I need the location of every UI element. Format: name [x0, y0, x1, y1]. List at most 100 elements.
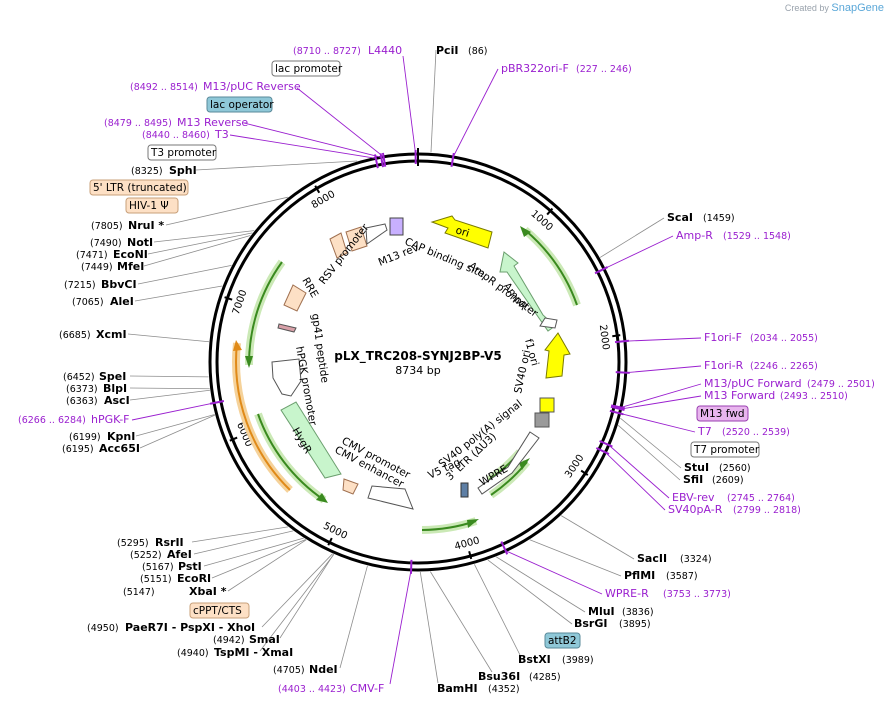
primer-pos-f1ori-f: (2034 .. 2055) [750, 333, 818, 344]
box-label-t3-promoter: T3 promoter [150, 147, 217, 159]
tick-label: 4000 [453, 535, 480, 552]
primer-pos-m13puc-fwd: (2479 .. 2501) [807, 379, 875, 390]
primer-pos-hpgk-f: (6266 .. 6284) [18, 415, 86, 426]
primer-pos-m13fwd: (2493 .. 2510) [780, 391, 848, 402]
enzyme-connector [193, 530, 294, 555]
enzyme-pos-rsrii: (5295) [117, 538, 149, 549]
enzyme-pos-paer7i: (4950) [87, 623, 119, 634]
enzyme-name-ecori: EcoRI [177, 572, 211, 585]
snapgene-brand: Created by SnapGene [785, 2, 884, 14]
primer-name-m13puc-fwd: M13/pUC Forward [704, 377, 802, 390]
enzyme-pos-tspmi: (4940) [177, 648, 209, 659]
box-label-cppt: cPPT/CTS [193, 605, 242, 617]
enzyme-name-bsu36i: Bsu36I [478, 670, 520, 683]
rsv-promoter-feature [365, 223, 388, 245]
primer-connector [402, 55, 417, 155]
enzyme-pos-noti: (7490) [90, 238, 122, 249]
primer-name-m13puc-rev: M13/pUC Reverse [203, 80, 301, 93]
box-cppt [189, 602, 250, 619]
enzyme-pos-xcmi: (6685) [59, 330, 91, 341]
tick-mark [468, 550, 473, 560]
enzyme-connector [279, 554, 334, 639]
feature-label-gp41: gp41 peptide [309, 313, 331, 384]
box-label-t7-promoter: T7 promoter [693, 444, 760, 456]
boxed-labels: lac promoter lac operator T3 promoter 5'… [89, 60, 760, 649]
enzyme-connector [139, 414, 215, 449]
primer-name-sv40pa-r: SV40pA-R [668, 503, 723, 516]
primer-name-wpre-r: WPRE-R [605, 587, 649, 600]
box-label-attb2: attB2 [548, 635, 577, 647]
box-label-m13-fwd: M13 fwd [700, 408, 745, 420]
enzyme-name-afei: AfeI [167, 548, 192, 561]
tick-mark [314, 185, 321, 194]
primer-name-ampr: Amp-R [676, 229, 713, 242]
tick-mark [229, 436, 238, 442]
feature-label-m13rev: M13 rev [377, 242, 421, 269]
enzyme-pos-asci: (6363) [66, 396, 98, 407]
hpgk-promoter-feature [271, 358, 302, 397]
enzyme-name-pcii: PciI [436, 44, 458, 57]
enzyme-connector [129, 389, 210, 401]
enzyme-pos-acc65i: (6195) [62, 444, 94, 455]
primer-site-marker [374, 154, 379, 169]
box-m13-fwd [696, 405, 749, 422]
tick-mark [612, 334, 621, 338]
primer-connector [131, 402, 215, 421]
enzyme-name-kpni: KpnI [107, 430, 135, 443]
primer-site-marker [614, 339, 630, 344]
enzyme-connector [487, 559, 573, 625]
enzyme-name-pflmi: PflMI [624, 569, 655, 582]
primer-name-f1ori-r: F1ori-R [704, 359, 744, 372]
enzyme-connector [261, 553, 333, 628]
enzyme-pos-afei: (5252) [130, 550, 162, 561]
gp41-feature [277, 323, 297, 333]
enzyme-name-ndei: NdeI [309, 663, 338, 676]
primer-pos-m13puc-rev: (8492 .. 8514) [130, 82, 198, 93]
enzyme-pos-mfei: (7449) [81, 262, 113, 273]
primer-site-marker [594, 266, 608, 275]
primer-site-marker [610, 404, 626, 410]
enzyme-pos-bsrgi: (3895) [619, 619, 651, 630]
enzyme-pos-ecori: (5151) [140, 574, 172, 585]
box-5ltr [89, 179, 189, 196]
enzyme-connector [339, 565, 368, 669]
enzyme-connector [430, 571, 493, 673]
primer-pos-sv40pa-r: (2799 .. 2818) [733, 505, 801, 516]
enzyme-pos-mlui: (3836) [622, 607, 654, 618]
primer-connector [243, 122, 382, 158]
enzyme-connector [496, 556, 586, 613]
tick-label: 8000 [310, 189, 338, 211]
enzyme-pos-smai: (4942) [213, 635, 245, 646]
enzyme-name-noti: NotI [127, 236, 153, 249]
rsv-feature-b [345, 226, 368, 252]
enzyme-pos-econi: (7471) [76, 250, 108, 261]
enzyme-connector [134, 285, 223, 302]
enzyme-pos-scai: (1459) [703, 213, 735, 224]
primer-connector [296, 87, 384, 158]
primer-connector [620, 395, 702, 410]
enzyme-name-nrui: NruI * [128, 219, 164, 232]
enzyme-name-spei: SpeI [99, 370, 126, 383]
primer-name-hpgk-f: hPGK-F [91, 413, 129, 426]
enzyme-pos-pcii: (86) [468, 46, 488, 57]
f1-ori-feature [544, 332, 571, 379]
primer-pos-pbr322: (227 .. 246) [576, 64, 632, 75]
enzyme-connector [529, 539, 622, 577]
enzyme-connector [153, 230, 255, 243]
enzyme-pos-bstxi: (3989) [562, 655, 594, 666]
enzyme-pos-psti: (5167) [142, 562, 174, 573]
enzyme-name-mfei: MfeI [117, 260, 144, 273]
primer-name-t7: T7 [697, 425, 712, 438]
box-t7-promoter [690, 441, 760, 458]
enzyme-name-asci: AscI [104, 394, 130, 407]
primer-connector [624, 337, 702, 342]
rre-feature [283, 284, 307, 312]
ampr-promoter-feature [539, 317, 558, 329]
enzyme-name-rsrii: RsrII [155, 536, 184, 549]
primer-site-marker [609, 409, 624, 416]
primer-connector [505, 550, 603, 595]
enzyme-name-psti: PstI [178, 560, 202, 573]
enzyme-name-bamhi: BamHI [437, 682, 478, 695]
enzyme-name-acc65i: Acc65I [99, 442, 140, 455]
